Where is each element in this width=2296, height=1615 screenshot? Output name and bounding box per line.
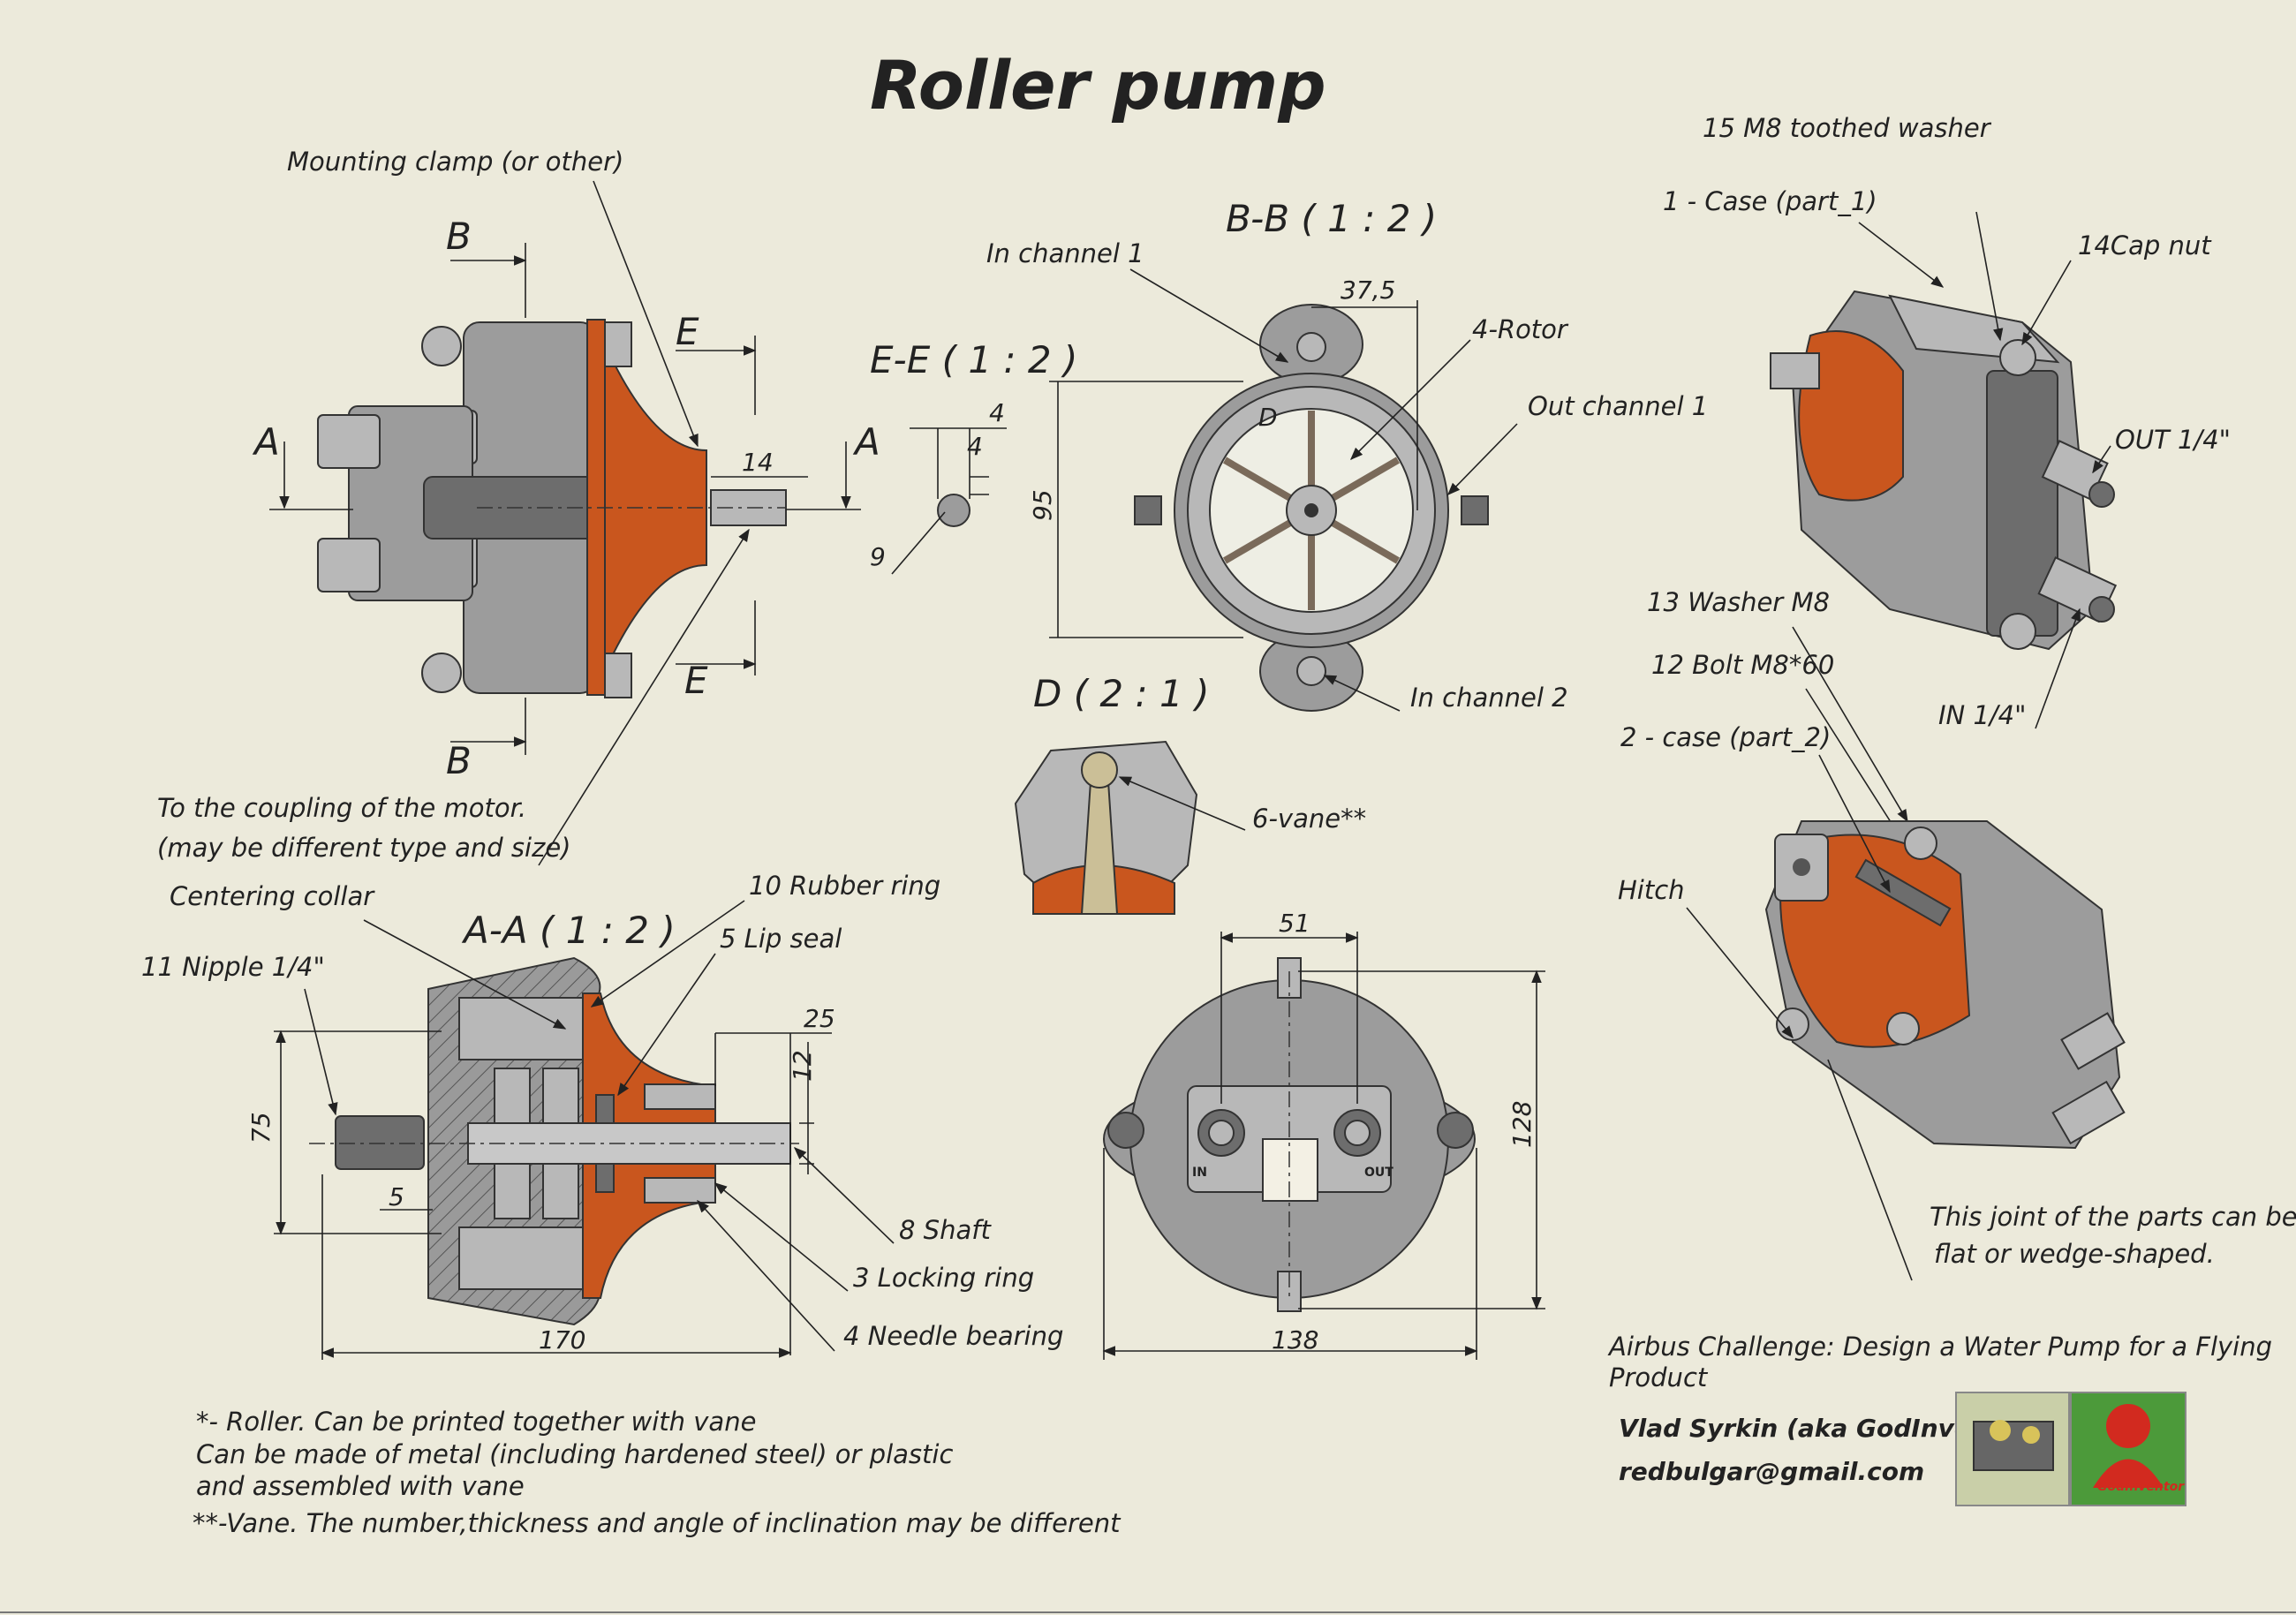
dimension-170: 170 [539, 1325, 585, 1355]
label-case-part1: 1 - Case (part_1) [1663, 186, 1877, 216]
label-toothed-washer: 15 M8 toothed washer [1703, 113, 1992, 143]
label-cap-nut: 14Cap nut [2078, 230, 2212, 260]
label-mounting-clamp: Mounting clamp (or other) [287, 147, 623, 177]
section-title-aa: A-A ( 1 : 2 ) [461, 909, 676, 952]
section-letter-e-top: E [676, 310, 699, 353]
iso-view-bottom [1764, 820, 2126, 1150]
dimension-128: 128 [1507, 1101, 1537, 1148]
label-washer: 13 Washer M8 [1647, 587, 1830, 617]
label-centering-collar: Centering collar [170, 881, 375, 911]
dimension-51: 51 [1279, 909, 1310, 938]
label-joint-line2: flat or wedge-shaped. [1934, 1239, 2215, 1269]
label-rotor: 4-Rotor [1472, 314, 1569, 344]
section-letter-a-left: A [252, 420, 280, 464]
label-coupling-line2: (may be different type and size) [157, 833, 570, 863]
label-nipple: 11 Nipple 1/4" [141, 952, 325, 982]
dimension-4-top: 4 [989, 398, 1005, 427]
challenge-line1: Airbus Challenge: Design a Water Pump fo… [1607, 1332, 2272, 1362]
label-locking-ring: 3 Locking ring [853, 1263, 1034, 1293]
iso-view-top [1770, 290, 2118, 651]
author-email: redbulgar@gmail.com [1619, 1457, 1924, 1486]
dimension-37-5: 37,5 [1341, 275, 1395, 305]
section-markers: B B E E A A [252, 215, 880, 782]
label-needle-bearing: 4 Needle bearing [843, 1321, 1063, 1351]
page-title: Roller pump [870, 46, 1326, 125]
label-vane: 6-vane** [1252, 804, 1366, 834]
plate-in-label: IN [1192, 1166, 1207, 1180]
label-rubber-ring: 10 Rubber ring [749, 871, 940, 901]
author-logo: GodInventor [1955, 1392, 2186, 1506]
challenge-line2: Product [1609, 1362, 1709, 1392]
front-view [1102, 932, 1545, 1360]
dimension-14: 14 [742, 448, 774, 477]
bb-section-view [1049, 300, 1489, 712]
section-title-bb: B-B ( 1 : 2 ) [1226, 197, 1437, 240]
dimension-95: 95 [1028, 489, 1057, 521]
dimension-75: 75 [246, 1112, 276, 1143]
label-hitch: Hitch [1618, 875, 1685, 905]
label-out: OUT 1/4" [2115, 425, 2231, 455]
label-out-channel-1: Out channel 1 [1528, 391, 1708, 421]
dimension-9: 9 [870, 542, 886, 571]
plate-out-label: OUT [1364, 1166, 1393, 1180]
section-title-d: D ( 2 : 1 ) [1033, 672, 1209, 715]
logo-text: GodInventor [2097, 1480, 2185, 1494]
label-shaft: 8 Shaft [899, 1215, 992, 1245]
section-letter-b-top: B [446, 215, 472, 258]
label-bolt: 12 Bolt M8*60 [1651, 650, 1834, 680]
label-joint-line1: This joint of the parts can be [1930, 1202, 2296, 1232]
label-coupling-line1: To the coupling of the motor. [157, 793, 526, 823]
side-view [317, 319, 787, 698]
note-roller: *- Roller. Can be printed together with … [196, 1407, 756, 1437]
d-detail-view [1014, 740, 1198, 915]
note-material: Can be made of metal (including hardened… [196, 1439, 953, 1469]
dimension-12: 12 [788, 1050, 817, 1082]
section-title-ee: E-E ( 1 : 2 ) [870, 338, 1077, 381]
label-in-channel-1: In channel 1 [986, 238, 1144, 268]
dimension-5: 5 [389, 1182, 404, 1211]
aa-section-view [274, 956, 832, 1360]
ee-section-view [891, 427, 1007, 575]
section-letter-b-bottom: B [446, 739, 472, 782]
section-letter-d: D [1258, 403, 1278, 432]
label-case-part2: 2 - case (part_2) [1620, 722, 1831, 752]
dimension-138: 138 [1272, 1325, 1318, 1355]
label-lip-seal: 5 Lip seal [720, 924, 842, 954]
section-letter-e-bottom: E [684, 659, 708, 702]
label-in: IN 1/4" [1938, 700, 2026, 730]
dimension-25: 25 [804, 1004, 835, 1033]
note-assembled: and assembled with vane [196, 1471, 525, 1501]
dimension-4-side: 4 [967, 432, 983, 461]
label-in-channel-2: In channel 2 [1410, 683, 1568, 713]
note-vane: **-Vane. The number,thickness and angle … [193, 1508, 1122, 1538]
section-letter-a-right: A [852, 420, 880, 464]
